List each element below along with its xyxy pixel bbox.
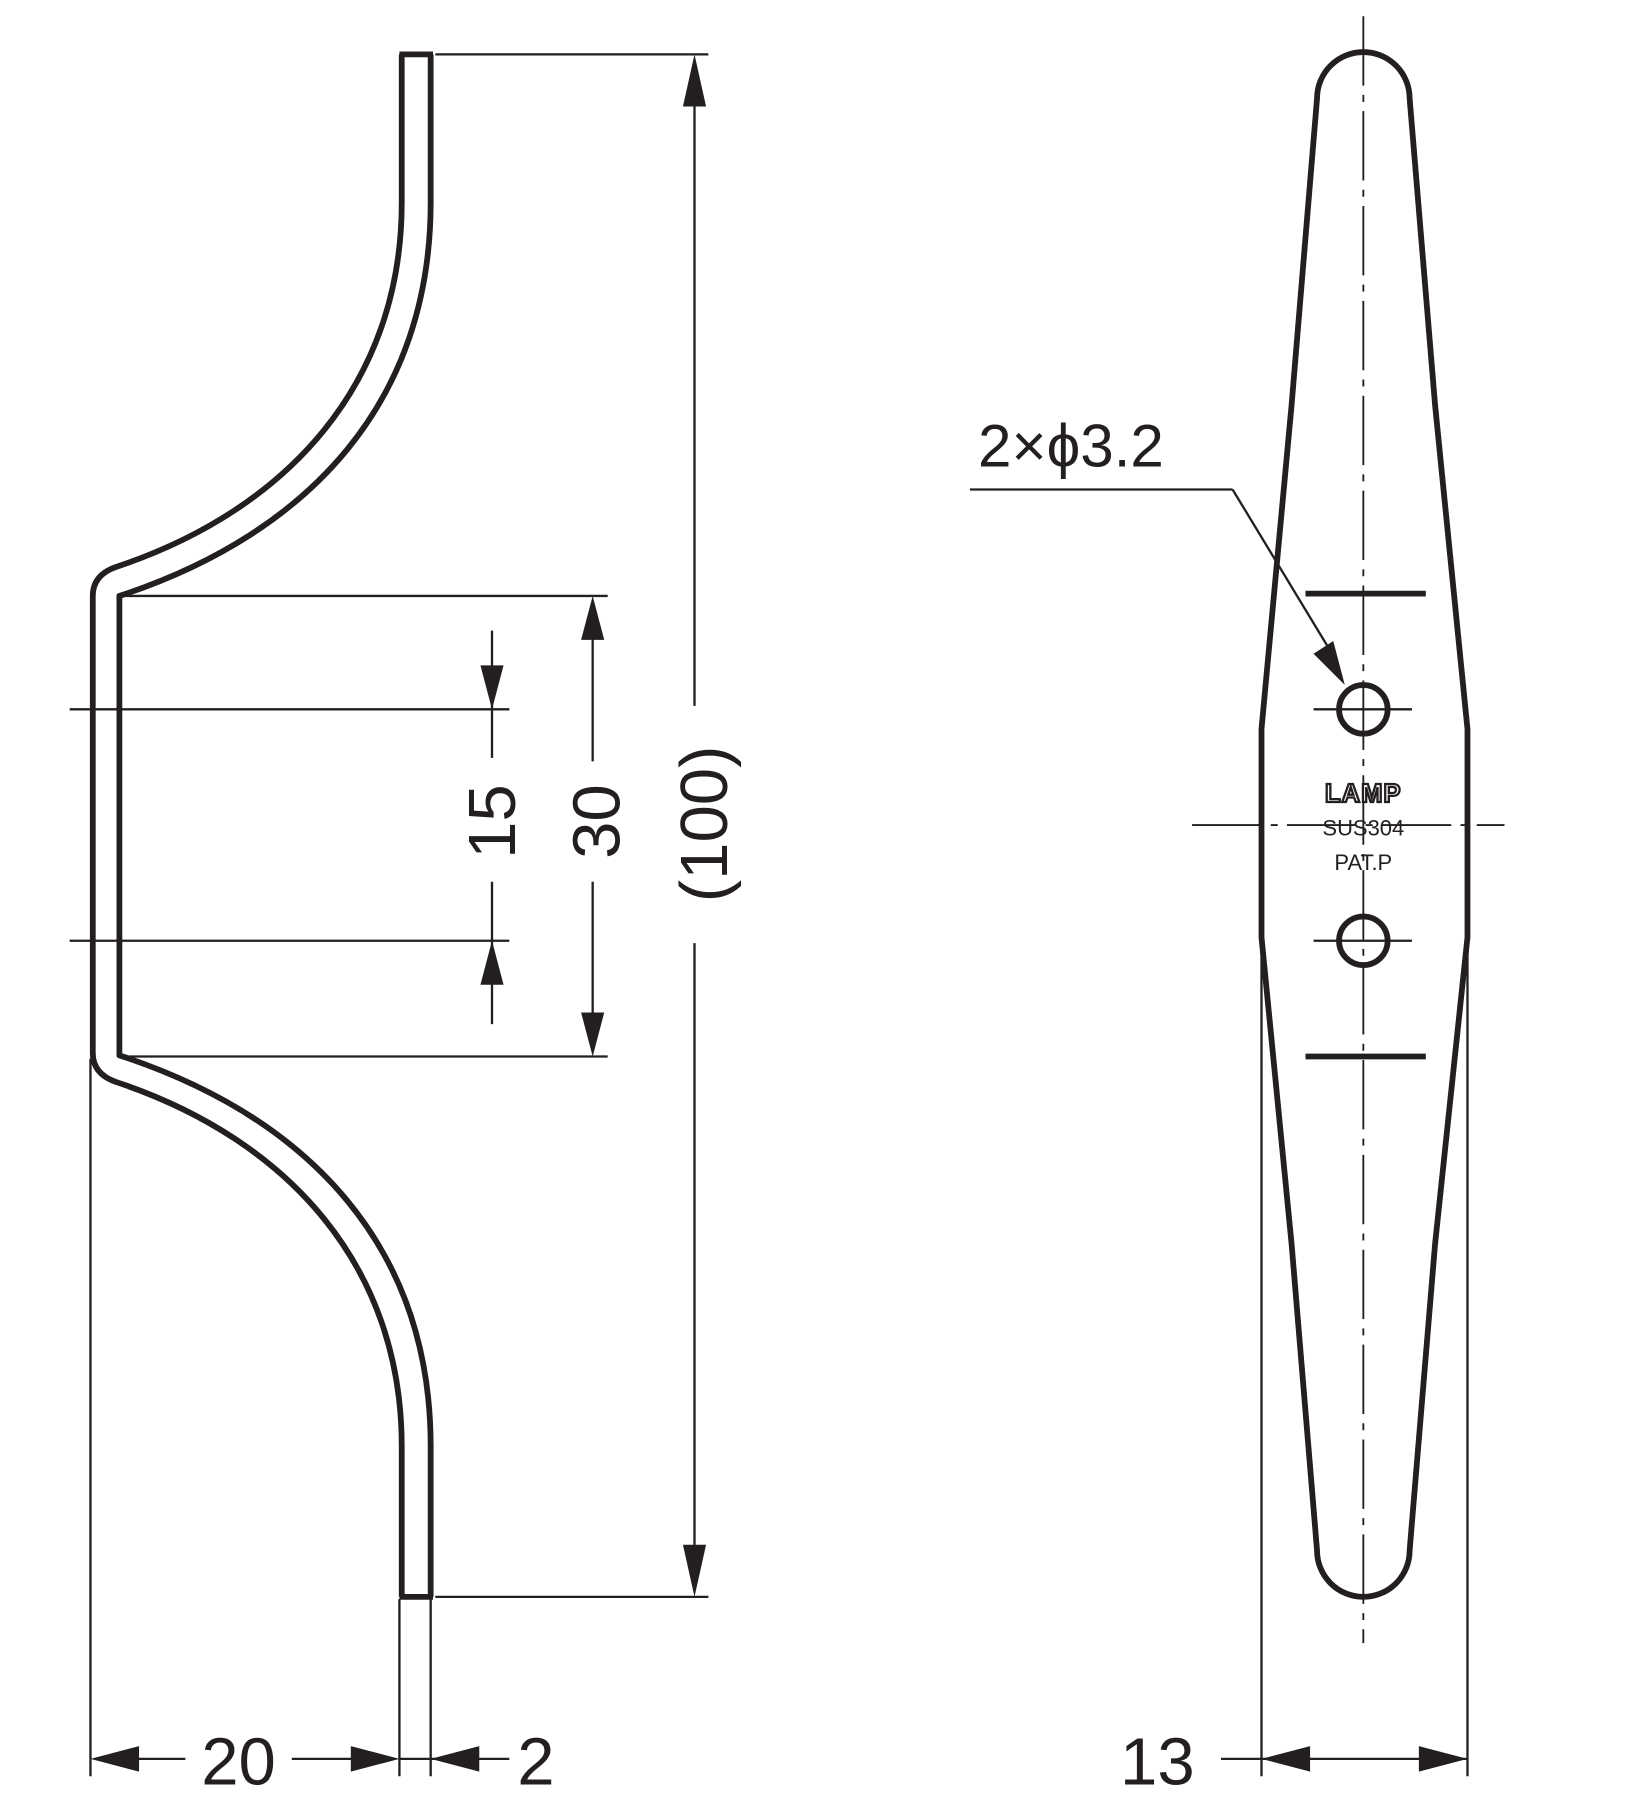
dim-projection: 20 (90, 1724, 400, 1799)
dim-label-hole-pitch: 15 (455, 784, 530, 859)
dim-label-width: 13 (1120, 1724, 1195, 1799)
hook-profile-inner (116, 54, 434, 1597)
dim-thickness: 2 (399, 1724, 555, 1799)
dim-label-thickness: 2 (517, 1724, 554, 1799)
patent-marking: PAT.P (1334, 850, 1392, 875)
dim-label-projection: 20 (201, 1724, 276, 1799)
mounting-hole-top (1313, 682, 1412, 737)
dim-label-overall-height: (100) (667, 746, 742, 903)
side-view: (100) 30 15 20 (69, 51, 742, 1799)
mounting-hole-bottom (1313, 913, 1412, 968)
hole-callout: 2×ϕ3.2 (969, 412, 1345, 686)
dim-overall-height: (100) (667, 54, 742, 1597)
material-marking: SUS304 (1322, 815, 1404, 840)
hook-profile-outer (89, 54, 405, 1597)
dim-hole-pitch: 15 (455, 630, 530, 1025)
part-markings: LAMP SUS304 PAT.P (1322, 779, 1404, 875)
hook-front-outline (1258, 49, 1471, 1600)
lamp-logo: LAMP (1325, 780, 1402, 808)
dim-mounting-span: 30 (559, 595, 634, 1057)
front-view: 2×ϕ3.2 LAMP SUS304 PAT.P 13 (969, 16, 1505, 1799)
hole-callout-label: 2×ϕ3.2 (978, 412, 1164, 479)
dim-label-mounting-span: 30 (559, 784, 634, 859)
dim-width: 13 (1120, 943, 1469, 1799)
